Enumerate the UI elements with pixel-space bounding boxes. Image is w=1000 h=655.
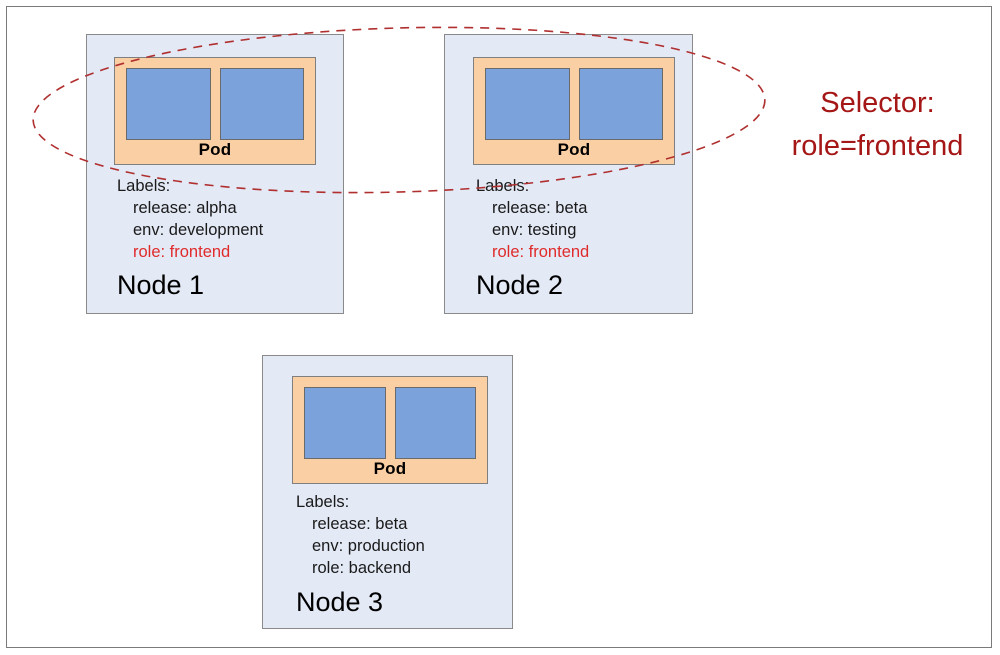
pod-label-2: Pod bbox=[557, 140, 591, 159]
label-env-2: env: testing bbox=[492, 221, 577, 239]
labels-block-1: Labels: release: alpha env: development … bbox=[117, 175, 263, 263]
label-role-3: role: backend bbox=[312, 559, 412, 577]
label-release-1: release: alpha bbox=[133, 199, 237, 217]
node-box-3[interactable]: Pod Labels: release: beta env: productio… bbox=[262, 355, 513, 629]
container-box-3b[interactable] bbox=[394, 387, 476, 459]
node-box-1[interactable]: Pod Labels: release: alpha env: developm… bbox=[86, 34, 344, 314]
container-group-1 bbox=[126, 68, 304, 140]
container-box-2a[interactable] bbox=[485, 68, 570, 140]
label-release-3: release: beta bbox=[312, 515, 408, 533]
selector-expression: role=frontend bbox=[791, 130, 964, 162]
node-title-3: Node 3 bbox=[296, 587, 384, 617]
label-env-1: env: development bbox=[133, 221, 264, 239]
label-env-3: env: production bbox=[312, 537, 425, 555]
node-box-2[interactable]: Pod Labels: release: beta env: testing r… bbox=[444, 34, 693, 314]
container-box-1a[interactable] bbox=[126, 68, 211, 140]
label-role-2: role: frontend bbox=[492, 243, 590, 261]
pod-box-3[interactable]: Pod bbox=[292, 376, 488, 484]
node-title-2: Node 2 bbox=[476, 270, 564, 300]
container-group-3 bbox=[304, 387, 476, 459]
labels-title-3: Labels: bbox=[296, 493, 350, 511]
labels-title-1: Labels: bbox=[117, 177, 171, 195]
labels-block-2: Labels: release: beta env: testing role:… bbox=[476, 175, 589, 263]
label-role-1: role: frontend bbox=[133, 243, 231, 261]
pod-label-1: Pod bbox=[198, 140, 232, 159]
container-box-1b[interactable] bbox=[219, 68, 304, 140]
node-title-1: Node 1 bbox=[117, 270, 205, 300]
pod-box-2[interactable]: Pod bbox=[473, 57, 675, 165]
labels-title-2: Labels: bbox=[476, 177, 530, 195]
selector-annotation: Selector: role=frontend bbox=[760, 82, 995, 168]
container-group-2 bbox=[485, 68, 663, 140]
labels-block-3: Labels: release: beta env: production ro… bbox=[296, 491, 425, 579]
pod-label-3: Pod bbox=[373, 459, 407, 478]
selector-heading: Selector: bbox=[820, 87, 935, 119]
container-box-3a[interactable] bbox=[304, 387, 386, 459]
label-release-2: release: beta bbox=[492, 199, 588, 217]
container-box-2b[interactable] bbox=[578, 68, 663, 140]
pod-box-1[interactable]: Pod bbox=[114, 57, 316, 165]
